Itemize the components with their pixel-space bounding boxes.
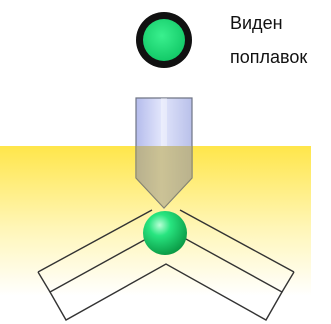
status-label-line-2: поплавок xyxy=(230,47,308,67)
v-tube-left-inner-edge xyxy=(37,209,153,273)
v-tube-right-inner-edge xyxy=(179,209,295,273)
float-visible-indicator-icon xyxy=(143,19,185,61)
v-tube-right-end xyxy=(281,271,295,293)
status-label-line-1: Виден xyxy=(230,13,283,33)
optical-probe-submerged xyxy=(136,146,192,208)
v-tube-left-end xyxy=(37,271,51,293)
float-ball-icon xyxy=(143,211,187,255)
